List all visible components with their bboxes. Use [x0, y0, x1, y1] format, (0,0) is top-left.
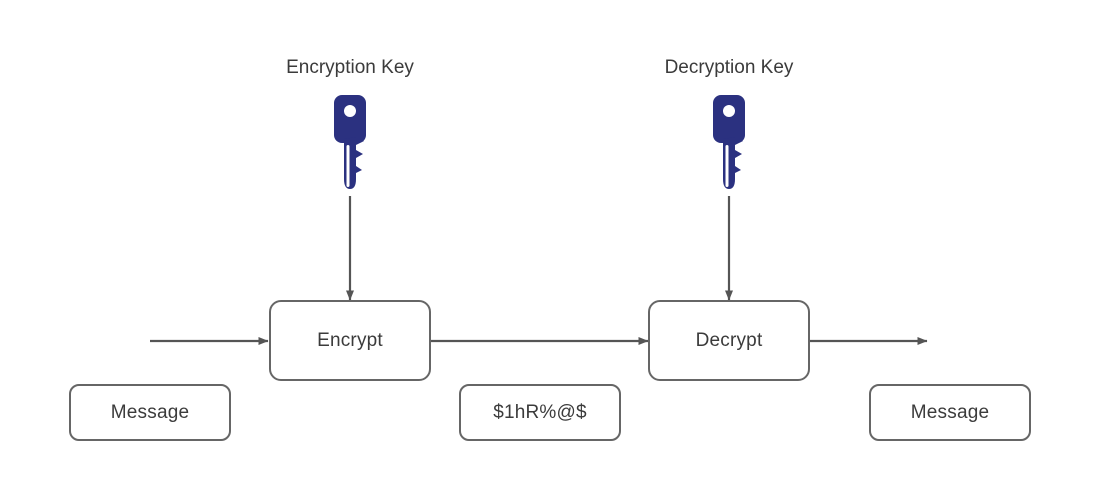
decryption-key-icon	[713, 95, 745, 189]
encryption-key-icon	[334, 95, 366, 189]
plaintext-output-box[interactable]: Message	[869, 384, 1031, 441]
decryption-key-label: Decryption Key	[664, 57, 794, 78]
decrypt-box[interactable]: Decrypt	[648, 300, 810, 381]
plaintext-input-box[interactable]: Message	[69, 384, 231, 441]
encrypt-box[interactable]: Encrypt	[269, 300, 431, 381]
ciphertext-box[interactable]: $1hR%@$	[459, 384, 621, 441]
encryption-key-label: Encryption Key	[286, 57, 414, 78]
